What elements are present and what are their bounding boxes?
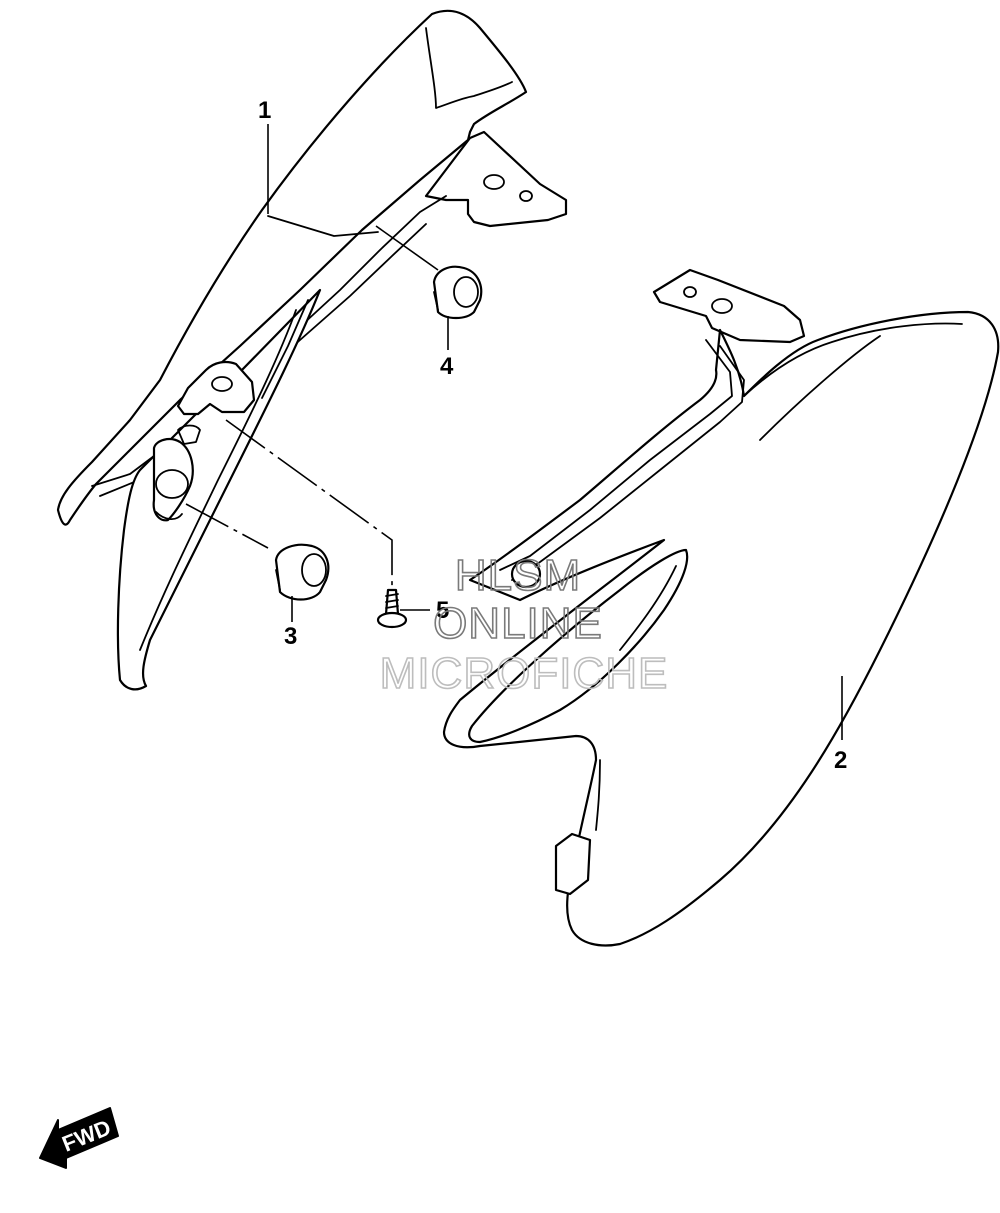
part-1-frame-cover-left[interactable]: [56, 9, 568, 691]
part-4-cushion[interactable]: [432, 265, 483, 320]
callout-4: 4: [440, 353, 454, 380]
leader-lines: [185, 124, 843, 740]
callout-1: 1: [258, 97, 271, 124]
callout-3: 3: [284, 623, 297, 650]
watermark-line-2: ONLINE: [433, 599, 603, 648]
part-2-side-cover-right[interactable]: [442, 268, 1000, 947]
callout-5: 5: [436, 597, 449, 624]
callout-2: 2: [834, 747, 847, 774]
watermark: HLSM ONLINE MICROFICHE: [379, 550, 669, 699]
part-3-cushion[interactable]: [274, 543, 330, 601]
forward-arrow-icon: [39, 1107, 119, 1169]
watermark-line-1: HLSM: [455, 551, 581, 600]
watermark-line-3: MICROFICHE: [380, 649, 669, 698]
fwd-indicator: FWD: [39, 1107, 119, 1169]
callout-labels: 1 2 3 4 5: [258, 97, 847, 774]
part-5-screw[interactable]: [376, 588, 408, 629]
